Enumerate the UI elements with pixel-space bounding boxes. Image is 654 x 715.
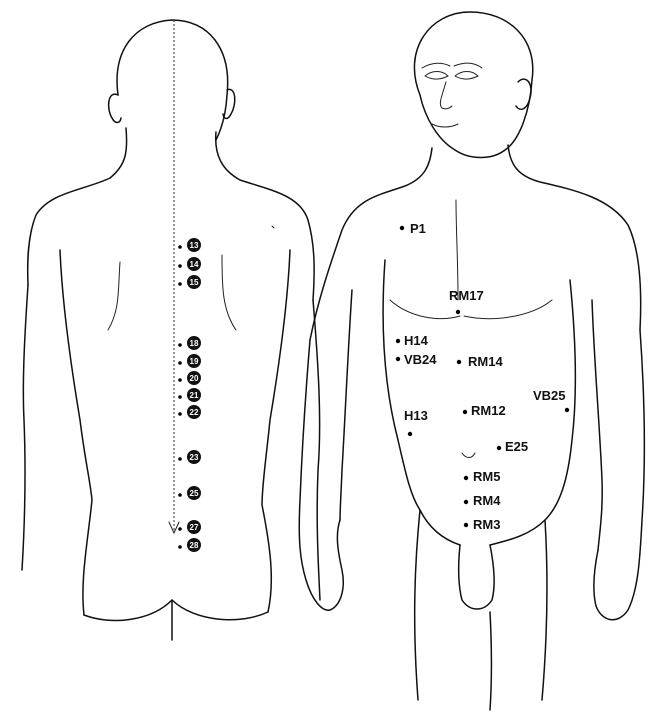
back-neck-left: [28, 128, 127, 285]
vertebra-dot: [178, 412, 182, 416]
front-leg-left: [415, 510, 420, 700]
vertebra-number: 25: [190, 489, 199, 498]
front-brow-right: [454, 63, 482, 68]
back-scapula-left: [108, 262, 120, 330]
front-eye-left: [425, 72, 448, 80]
vertebra-number: 21: [190, 391, 199, 400]
point-dot-h13: [408, 432, 412, 436]
vertebra-dot: [178, 343, 182, 347]
vertebra-number: 20: [190, 374, 199, 383]
point-label-rm12: RM12: [471, 403, 506, 418]
vertebra-number: 23: [190, 453, 199, 462]
point-label-vb25: VB25: [533, 388, 566, 403]
back-mark: [272, 226, 274, 228]
front-groin: [459, 545, 494, 609]
back-left-torso: [60, 250, 92, 615]
vertebra-dot: [178, 545, 182, 549]
front-leg-right: [542, 520, 547, 700]
point-label-p1: P1: [410, 221, 426, 236]
point-dot-vb24: [396, 357, 400, 361]
point-dot-p1: [400, 226, 404, 230]
point-label-h13: H13: [404, 408, 428, 423]
point-dot-vb25: [565, 408, 569, 412]
point-dot-e25: [497, 446, 501, 450]
back-right-torso: [262, 250, 290, 612]
front-chest-mid: [456, 200, 458, 300]
point-dot-rm3: [464, 523, 468, 527]
back-ear-left: [109, 94, 121, 122]
point-label-rm17: RM17: [449, 288, 484, 303]
point-dot-rm14: [457, 360, 461, 364]
point-dot-h14: [396, 339, 400, 343]
spine-arrow: [169, 522, 179, 533]
front-mouth: [432, 124, 458, 127]
vertebra-dot: [178, 361, 182, 365]
vertebra-dot: [178, 395, 182, 399]
back-left-arm: [22, 285, 28, 570]
front-left-arm: [299, 340, 343, 610]
vertebra-number: 15: [190, 278, 199, 287]
vertebra-dot: [178, 378, 182, 382]
point-label-rm3: RM3: [473, 517, 500, 532]
vertebra-number: 27: [190, 523, 199, 532]
point-label-vb24: VB24: [404, 352, 437, 367]
back-head-outline: [117, 20, 228, 140]
vertebra-dot: [178, 282, 182, 286]
vertebra-number: 28: [190, 541, 199, 550]
front-inner-leg: [490, 612, 492, 710]
point-label-e25: E25: [505, 439, 528, 454]
vertebra-number: 14: [190, 260, 199, 269]
point-dot-rm4: [464, 500, 468, 504]
front-eye-right: [455, 72, 478, 80]
vertebra-dot: [178, 527, 182, 531]
front-neck-left: [310, 148, 432, 340]
front-neck-right: [508, 145, 641, 330]
back-right-arm: [313, 300, 320, 600]
back-scapula-right: [222, 255, 236, 330]
vertebra-dot: [178, 245, 182, 249]
back-points: 13 14 15 18 19 20 21 22 23 25 27 28: [178, 238, 201, 552]
front-left-inner-arm: [340, 290, 352, 520]
front-head-outline: [414, 12, 532, 158]
point-dot-rm12: [463, 410, 467, 414]
front-right-inner-arm: [592, 300, 602, 550]
back-buttocks: [84, 600, 268, 620]
vertebra-number: 19: [190, 357, 199, 366]
front-navel: [462, 453, 475, 458]
vertebra-dot: [178, 457, 182, 461]
vertebra-number: 18: [190, 339, 199, 348]
point-label-rm5: RM5: [473, 469, 500, 484]
point-dot-rm5: [464, 476, 468, 480]
point-label-rm14: RM14: [468, 354, 503, 369]
point-label-h14: H14: [404, 333, 429, 348]
point-label-rm4: RM4: [473, 493, 501, 508]
point-dot-rm17: [456, 310, 460, 314]
vertebra-dot: [178, 264, 182, 268]
front-nose: [440, 82, 452, 109]
back-figure: [22, 20, 320, 640]
vertebra-number: 13: [190, 241, 199, 250]
back-neck-right: [216, 132, 314, 300]
vertebra-dot: [178, 493, 182, 497]
front-brow-left: [422, 63, 450, 68]
vertebra-number: 22: [190, 408, 199, 417]
